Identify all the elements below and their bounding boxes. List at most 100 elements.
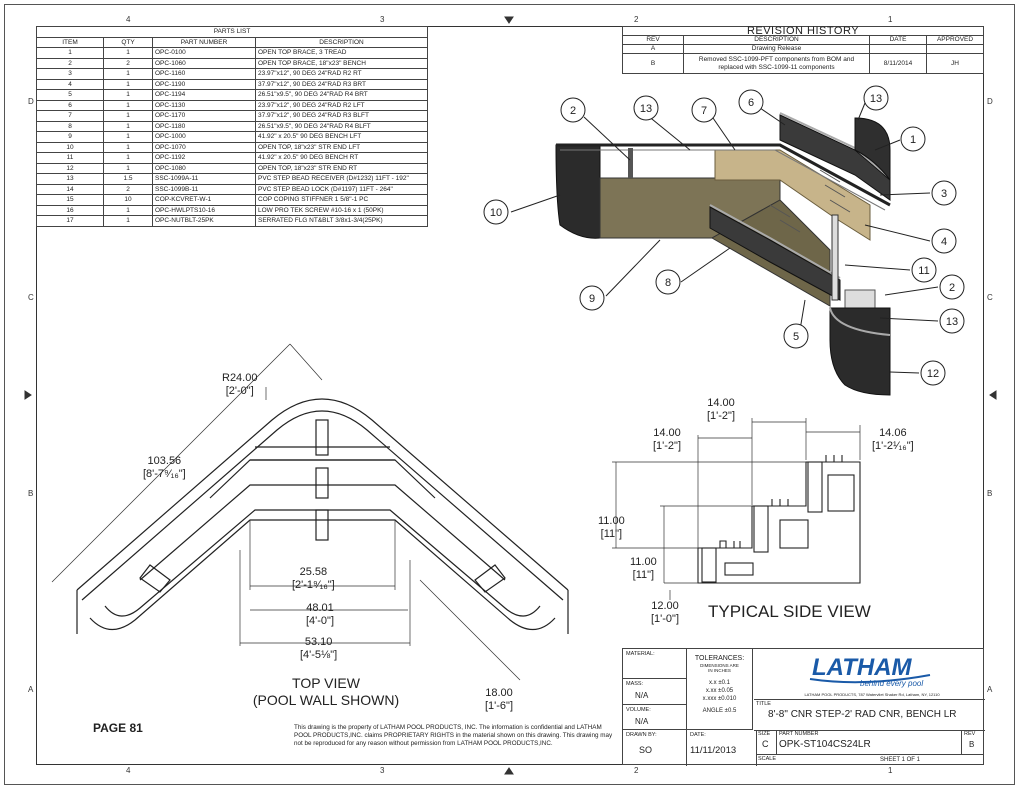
tb-scale-row: SCALE SHEET 1 OF 1: [756, 754, 985, 766]
balloon-label: 5: [793, 331, 799, 343]
page-label: PAGE 81: [93, 721, 143, 735]
balloon-circle: [900, 126, 926, 152]
tb-title-cell: TITLE 8'-8" CNR STEP-2' RAD CNR, BENCH L…: [754, 699, 985, 731]
top-view-outer-edge-2: [81, 410, 564, 601]
side-view-grate-2: [779, 519, 809, 549]
inner-border: [36, 26, 984, 765]
parts-cell-description: 26.51"x9.5", 90 DEG 24"RAD R4 BLFT: [255, 120, 428, 132]
dim-bench-width-value: 48.01: [306, 602, 334, 614]
zone-bottom-3: 3: [380, 766, 385, 775]
iso-upper-round-end: [854, 117, 891, 182]
iso-middle-step-edge: [709, 204, 841, 279]
title-block: MATERIAL: MASS: N/A VOLUME: N/A DRAWN BY…: [622, 648, 985, 766]
dim-side-b: 14.00 [1'-2"]: [653, 427, 681, 453]
tb-address: LATHAM POOL PRODUCTS, 787 Watervliet Sha…: [804, 692, 940, 697]
balloon-circle: [579, 285, 605, 311]
rev-b-approved: JH: [926, 53, 984, 74]
zone-bottom-1: 1: [888, 766, 893, 775]
top-view-bench-outline: [89, 519, 556, 631]
parts-cell-description: PVC STEP BEAD RECEIVER (D#1232) 11FT - 1…: [255, 173, 428, 185]
dim-overall-length: 103.56 [8'-7⁹⁄₁₆"]: [143, 455, 186, 481]
balloon-circle: [633, 95, 659, 121]
dim-side-e-ft: [11"]: [632, 569, 655, 581]
tb-size-value: C: [762, 739, 769, 749]
dim-side-a: 14.00 [1'-2"]: [707, 397, 735, 423]
top-view-brace-left: [139, 564, 171, 593]
dim-side-d-ft: [11"]: [600, 528, 623, 540]
parts-cell-description: COP COPING STIFFNER 1 5/8"-1 PC: [255, 194, 428, 206]
tb-sheet: SHEET 1 OF 1: [880, 757, 920, 763]
balloon-label: 12: [927, 368, 939, 380]
parts-cell-description: 41.92" x 20.5" 90 DEG BENCH LFT: [255, 131, 428, 143]
dim-outer-width-ft: [4'-5⅛"]: [300, 649, 338, 661]
dim-side-d-value: 11.00: [598, 515, 625, 527]
tb-mass-value: N/A: [635, 691, 649, 700]
zone-top-2: 2: [634, 15, 639, 24]
side-view-drawing: [697, 455, 861, 584]
tb-drawn-value: SO: [639, 745, 653, 755]
balloon-circle: [939, 308, 965, 334]
balloon-label: 1: [910, 134, 916, 146]
dim-bench-depth-value: 18.00: [485, 687, 513, 699]
zone-top-4: 4: [126, 15, 131, 24]
balloon-label: 9: [589, 293, 595, 305]
balloon-label: 13: [870, 93, 882, 105]
dim-side-e: 11.00 [11"]: [630, 556, 657, 582]
balloon-circle: [931, 180, 957, 206]
tb-size-label: SIZE: [758, 731, 771, 737]
zone-left-b: B: [28, 489, 34, 498]
tb-volume-label: VOLUME:: [626, 707, 651, 713]
dim-side-f-ft: [1'-0"]: [651, 613, 680, 625]
latham-logo-tagline: behind every pool: [860, 679, 923, 688]
iso-bench-top: [714, 149, 871, 241]
top-view-brace-3: [315, 509, 329, 541]
tb-material-label: MATERIAL:: [626, 651, 655, 657]
tb-date-cell: DATE: 11/11/2013: [687, 730, 757, 766]
dim-radius: R24.00 [2'-0"]: [222, 372, 257, 398]
zone-right-b: B: [987, 489, 993, 498]
balloon-circle: [863, 85, 889, 111]
side-view-clips: [719, 455, 843, 548]
dim-side-d: 11.00 [11"]: [598, 515, 625, 541]
dim-side-e-value: 11.00: [630, 556, 657, 568]
top-view-subtitle: (POOL WALL SHOWN): [252, 692, 400, 708]
tb-part-label: PART NUMBER: [779, 731, 819, 737]
balloon-label: 2: [570, 105, 576, 117]
dim-inner-width: 25.58 [2'-1⁹⁄₁₆"]: [292, 566, 335, 592]
balloon-circle: [691, 97, 717, 123]
dim-side-a-ft: [1'-2"]: [707, 410, 736, 422]
side-view-dimension-lines: [612, 418, 861, 600]
dim-side-c: 14.06 [1'-2¹⁄₁₆"]: [872, 427, 914, 453]
side-view-grate-3: [827, 474, 855, 512]
latham-logo: LATHAM behind every pool: [809, 654, 931, 688]
top-view-caption: TOP VIEW (POOL WALL SHOWN): [236, 675, 416, 709]
isometric-assembly: [555, 112, 891, 396]
balloon-label: 4: [941, 236, 947, 248]
tb-drawn-cell: DRAWN BY: SO: [623, 730, 687, 766]
top-view-brace-right: [474, 564, 506, 593]
zone-bottom-2: 2: [634, 766, 639, 775]
dim-bench-depth-ft: [1'-6"]: [485, 700, 514, 712]
dim-side-c-ft: [1'-2¹⁄₁₆"]: [872, 440, 914, 452]
dim-bench-width: 48.01 [4'-0"]: [306, 602, 334, 628]
dim-side-b-value: 14.00: [653, 427, 681, 439]
tb-mass-cell: MASS: N/A: [623, 679, 687, 705]
parts-cell-description: 41.92" x 20.5" 90 DEG BENCH RT: [255, 152, 428, 164]
dim-bench-depth: 18.00 [1'-6"]: [485, 687, 513, 713]
dim-overall-length-ft: [8'-7⁹⁄₁₆"]: [143, 468, 186, 480]
rev-b-description: Removed SSC-1099-PFT components from BOM…: [683, 53, 870, 74]
balloon-label: 10: [490, 207, 502, 219]
top-view-step-2: [139, 484, 506, 581]
balloon-label: 13: [640, 103, 652, 115]
side-view-grate-1: [724, 562, 754, 576]
tb-rev-cell: REV B: [962, 730, 984, 755]
